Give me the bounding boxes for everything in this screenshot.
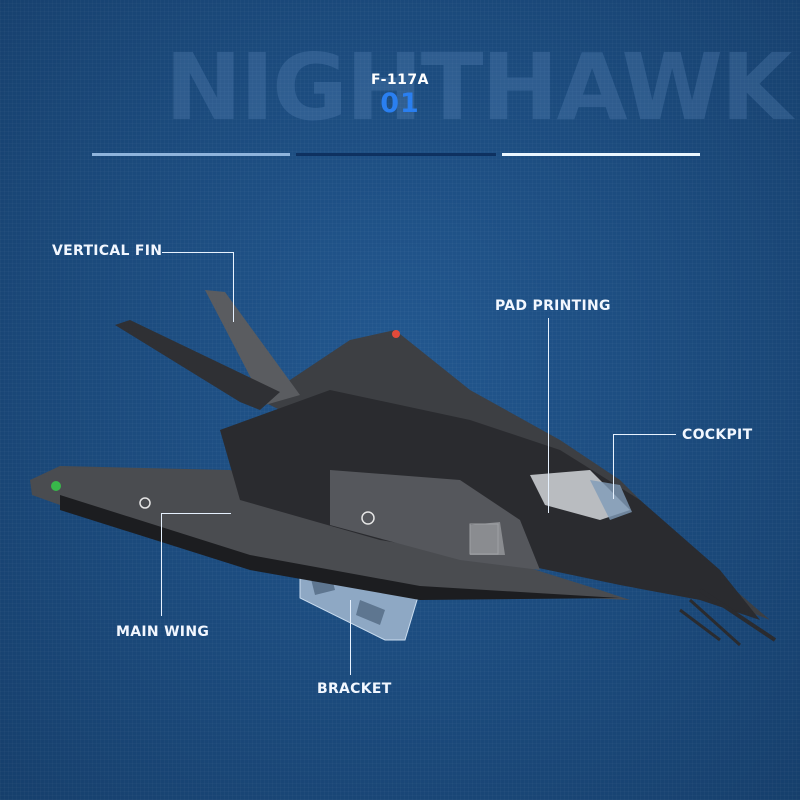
leader-line-main-wing-h (161, 513, 231, 514)
callout-pad-printing: PAD PRINTING (495, 298, 611, 314)
callout-main-wing: MAIN WING (116, 624, 210, 640)
leader-line-vertical-fin-h (162, 252, 234, 253)
leader-line-cockpit-v (613, 434, 614, 499)
model-label: F-117A (370, 72, 429, 88)
divider-left (92, 153, 290, 156)
divider-middle (296, 153, 496, 156)
leader-line-bracket (350, 600, 351, 675)
leader-line-main-wing-v (161, 513, 162, 616)
callout-bracket: BRACKET (317, 681, 392, 697)
callout-cockpit: COCKPIT (682, 427, 753, 443)
divider-right (502, 153, 700, 156)
leader-line-pad-printing (548, 318, 549, 513)
callout-vertical-fin: VERTICAL FIN (52, 243, 163, 259)
item-number: 01 (380, 88, 420, 119)
leader-line-vertical-fin-v (233, 252, 234, 322)
leader-line-cockpit-h (613, 434, 676, 435)
